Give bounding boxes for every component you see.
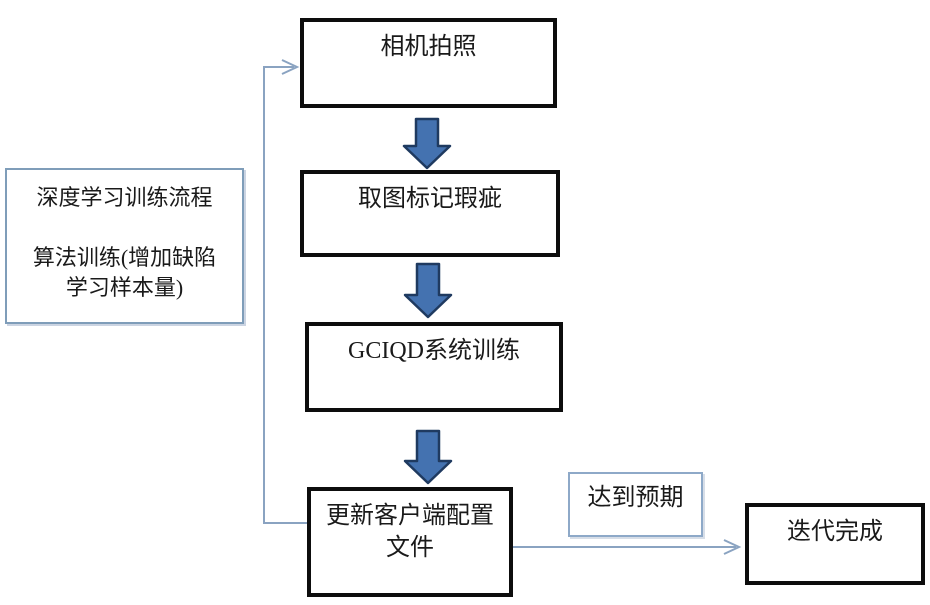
- down-arrow-1-icon: [402, 117, 452, 170]
- feedback-arrowhead-icon: [281, 59, 300, 75]
- node-camera-photo: 相机拍照: [300, 18, 557, 108]
- node-iteration-done-label: 迭代完成: [787, 519, 883, 545]
- edge-label-expected-text: 达到预期: [587, 485, 684, 511]
- down-arrow-3-icon: [403, 429, 453, 485]
- node-update-client-config: 更新客户端配置 文件: [307, 487, 513, 597]
- done-arrowhead-icon: [723, 539, 742, 555]
- note-line-3: 学习样本量): [65, 275, 184, 300]
- node-gciqd-training: GCIQD系统训练: [305, 322, 563, 412]
- feedback-connector-line: [263, 66, 307, 524]
- node-gciqd-training-label: GCIQD系统训练: [348, 338, 520, 364]
- node-camera-photo-label: 相机拍照: [380, 34, 477, 60]
- node-iteration-done: 迭代完成: [745, 503, 925, 585]
- note-line-2: 算法训练(增加缺陷: [32, 245, 217, 270]
- note-blank-line: [7, 213, 242, 243]
- note-line-1: 深度学习训练流程: [36, 185, 213, 210]
- node-update-client-config-line2: 文件: [386, 535, 434, 561]
- edge-label-expected: 达到预期: [568, 472, 703, 537]
- node-mark-defects: 取图标记瑕疵: [300, 170, 560, 257]
- node-update-client-config-line1: 更新客户端配置: [326, 503, 494, 529]
- down-arrow-2-icon: [403, 262, 453, 319]
- node-mark-defects-label: 取图标记瑕疵: [358, 186, 502, 212]
- process-note-box: 深度学习训练流程 算法训练(增加缺陷 学习样本量): [5, 168, 244, 324]
